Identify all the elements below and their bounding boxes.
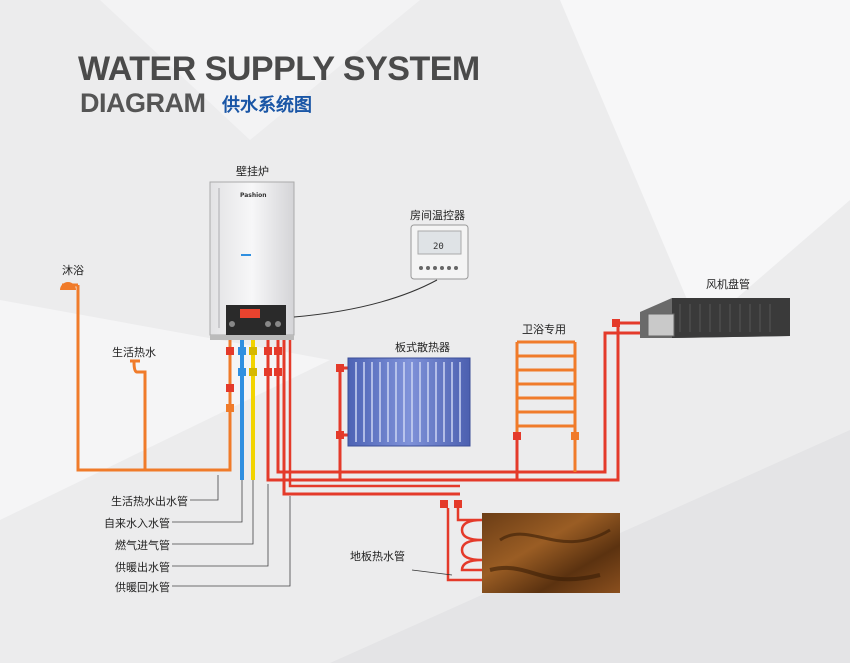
- boiler: [209, 181, 295, 340]
- title-line2: DIAGRAM: [80, 88, 206, 118]
- hot-water-pipe: [76, 285, 232, 472]
- legend-gas-inlet: 燃气进气管: [115, 539, 170, 552]
- floor-heating: [446, 508, 620, 593]
- heating-return-pipe: [276, 331, 640, 474]
- towel-rack: [515, 340, 577, 432]
- valves: [226, 319, 620, 508]
- shower-label: 沐浴: [62, 264, 84, 277]
- radiator-panel: [347, 357, 471, 447]
- boiler-label: 壁挂炉: [236, 165, 269, 178]
- boiler-brand: Pashion: [240, 192, 267, 199]
- thermostat-wire: [293, 279, 438, 318]
- floor-return-pipe: [288, 340, 460, 488]
- shower-head: [60, 282, 78, 290]
- hot-water-tap: [130, 359, 140, 374]
- title-line1: WATER SUPPLY SYSTEM: [78, 50, 480, 88]
- floor-heating-leader: [411, 569, 453, 576]
- legend-cold-water-inlet: 自来水入水管: [104, 517, 170, 530]
- legend-heating-supply: 供暖出水管: [115, 561, 170, 574]
- boiler-pipes: [76, 285, 640, 496]
- fan-coil-label: 风机盘管: [706, 278, 750, 291]
- floor-supply-pipe: [282, 340, 460, 496]
- floor-heating-label: 地板热水管: [350, 550, 405, 563]
- legend-leaders: [172, 475, 291, 587]
- radiator-label: 板式散热器: [395, 341, 450, 354]
- boiler-indicator: [241, 254, 251, 256]
- thermostat: [410, 224, 469, 280]
- legend-hot-water-outlet: 生活热水出水管: [111, 495, 188, 508]
- heating-supply-pipe: [266, 321, 640, 482]
- legend-heating-return: 供暖回水管: [115, 581, 170, 594]
- fan-coil-unit: [640, 298, 790, 338]
- hot-water-tap-label: 生活热水: [112, 346, 156, 359]
- radiator-supply: [338, 366, 348, 480]
- title-chinese: 供水系统图: [222, 95, 312, 116]
- towel-rack-label: 卫浴专用: [522, 323, 566, 336]
- hot-water-branch: [137, 370, 147, 470]
- thermostat-label: 房间温控器: [410, 209, 465, 222]
- thermostat-reading: 20: [433, 242, 444, 252]
- boiler-display: [240, 309, 260, 318]
